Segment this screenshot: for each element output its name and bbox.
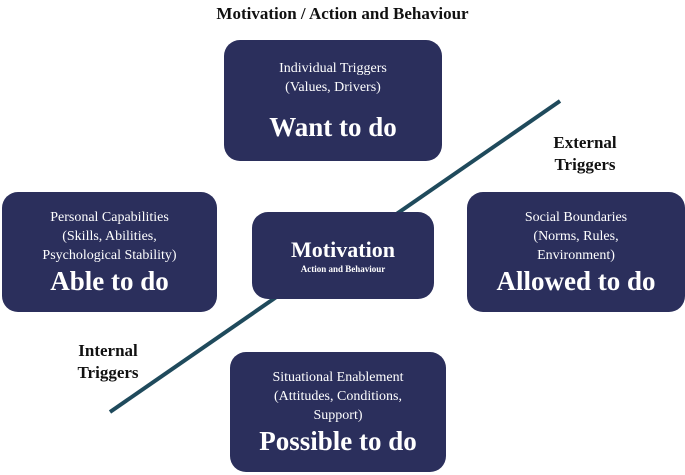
label-external-line2: Triggers bbox=[554, 155, 616, 174]
box-left-heading: Able to do bbox=[50, 265, 169, 296]
box-center-subtitle: Action and Behaviour bbox=[300, 263, 386, 274]
box-bottom-heading: Possible to do bbox=[259, 425, 417, 456]
box-right-heading: Allowed to do bbox=[496, 265, 656, 296]
box-motivation: Motivation Action and Behaviour bbox=[252, 212, 434, 299]
box-top-heading: Want to do bbox=[269, 111, 397, 142]
box-left-subtitle-line2: (Skills, Abilities, bbox=[62, 228, 157, 244]
box-top-subtitle-line2: (Values, Drivers) bbox=[285, 79, 381, 95]
diagram-title: Motivation / Action and Behaviour bbox=[216, 4, 469, 23]
box-right-subtitle-line1: Social Boundaries bbox=[524, 209, 628, 225]
box-top-subtitle-line1: Individual Triggers bbox=[279, 60, 387, 76]
box-right-subtitle-line3: Environment) bbox=[537, 247, 615, 263]
box-bottom-subtitle-line2: (Attitudes, Conditions, bbox=[274, 388, 402, 404]
label-internal-triggers: Internal Triggers bbox=[58, 340, 158, 384]
label-external-line1: External bbox=[553, 133, 617, 152]
box-left-subtitle-line3: Psychological Stability) bbox=[42, 247, 177, 263]
label-internal-line1: Internal bbox=[78, 341, 138, 360]
box-able-to-do: Personal Capabilities (Skills, Abilities… bbox=[2, 192, 217, 312]
box-center-heading: Motivation bbox=[291, 236, 395, 262]
box-possible-to-do: Situational Enablement (Attitudes, Condi… bbox=[230, 352, 446, 472]
label-internal-line2: Triggers bbox=[77, 363, 139, 382]
box-bottom-subtitle-line1: Situational Enablement bbox=[272, 369, 404, 385]
box-bottom-subtitle-line3: Support) bbox=[313, 407, 363, 423]
box-left-subtitle-line1: Personal Capabilities bbox=[50, 209, 169, 225]
box-allowed-to-do: Social Boundaries (Norms, Rules, Environ… bbox=[467, 192, 685, 312]
box-right-subtitle-line2: (Norms, Rules, bbox=[533, 228, 619, 244]
label-external-triggers: External Triggers bbox=[535, 132, 635, 176]
box-want-to-do: Individual Triggers (Values, Drivers) Wa… bbox=[224, 40, 442, 161]
